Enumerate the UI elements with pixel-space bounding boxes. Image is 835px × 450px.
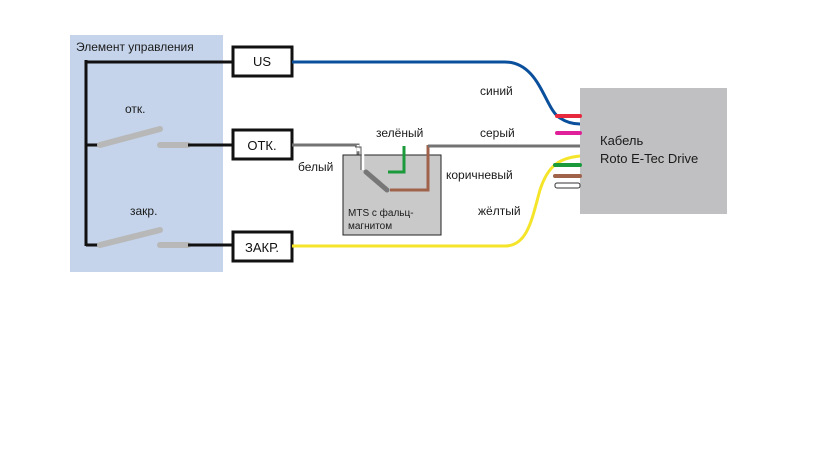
control-panel-title: Элемент управления bbox=[76, 40, 194, 54]
grey-wire-label: серый bbox=[480, 126, 515, 140]
white-stub bbox=[554, 182, 581, 189]
open-switch-label: отк. bbox=[125, 102, 146, 116]
cable-box bbox=[580, 88, 727, 214]
brown-wire bbox=[390, 145, 430, 192]
white-wire-label: белый bbox=[298, 160, 333, 174]
green-wire bbox=[388, 146, 406, 174]
open-terminal-label: ОТК. bbox=[247, 138, 276, 153]
green-wire-label: зелёный bbox=[376, 126, 423, 140]
open-switch-contact bbox=[97, 126, 163, 148]
close-switch-label: закр. bbox=[130, 204, 157, 218]
blue-wire bbox=[292, 60, 581, 126]
blue-wire-label: синий bbox=[480, 84, 513, 98]
yellow-wire bbox=[292, 154, 581, 248]
brown-wire-label: коричневый bbox=[446, 168, 513, 182]
us-terminal-label: US bbox=[253, 54, 271, 69]
open-terminal bbox=[231, 128, 294, 161]
mts-switch-contact bbox=[363, 169, 390, 193]
mts-box bbox=[342, 154, 442, 236]
mts-box-label-line2: магнитом bbox=[348, 221, 392, 232]
yellow-wire-label: жёлтый bbox=[478, 204, 521, 218]
mts-box-label-line1: MTS с фальц- bbox=[348, 207, 414, 219]
cable-box-label-line2: Roto E-Tec Drive bbox=[600, 151, 698, 166]
close-switch-contact bbox=[97, 227, 163, 248]
cable-box-label-line1: Кабель bbox=[600, 133, 643, 148]
close-terminal-label: ЗАКР. bbox=[245, 240, 279, 255]
